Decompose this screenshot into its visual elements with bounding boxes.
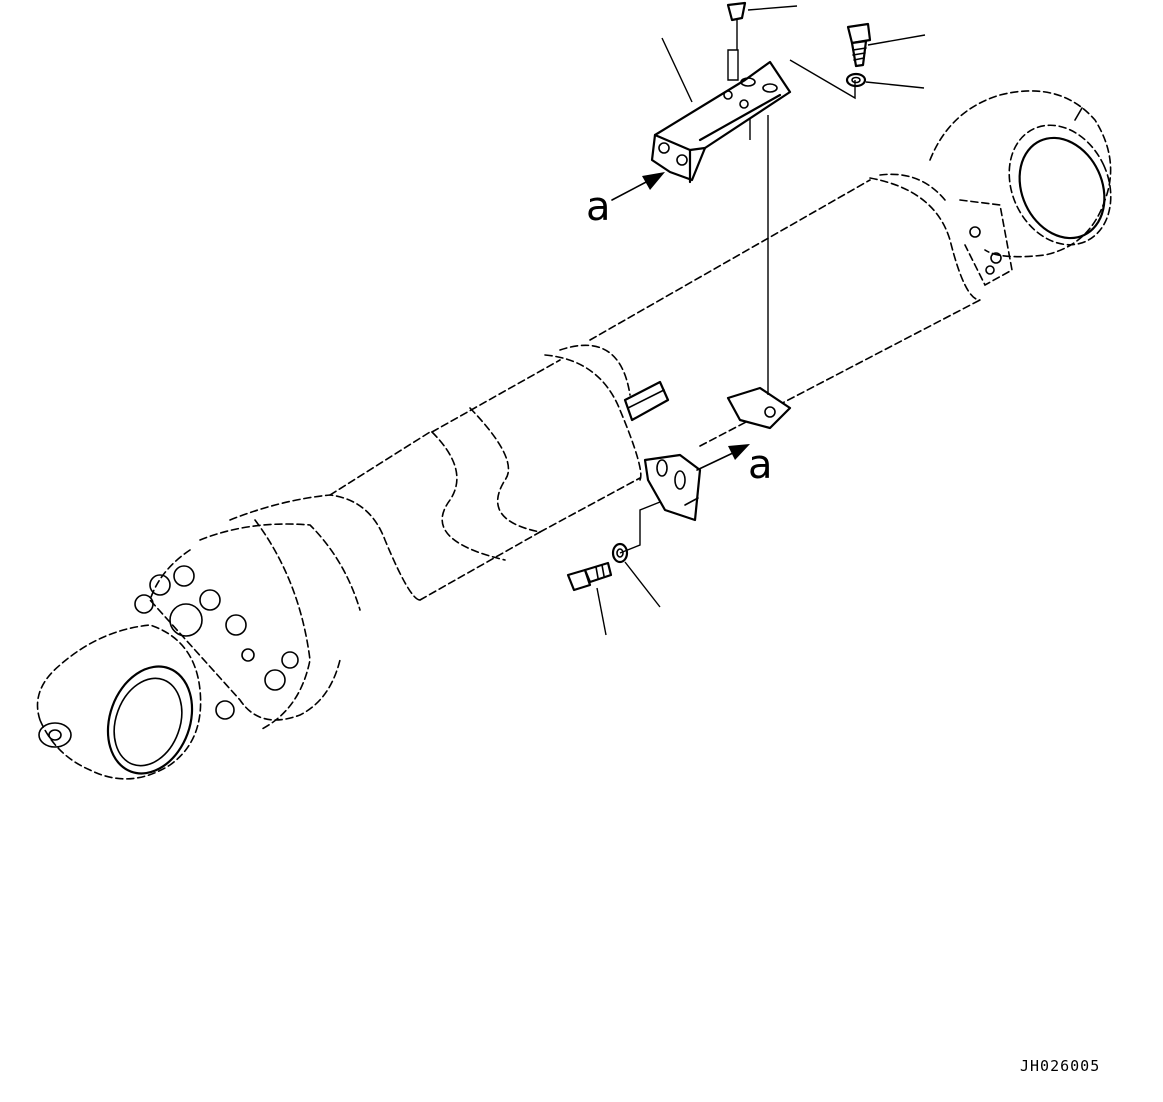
band-clamp-joint [623,380,670,422]
assembly-lines [619,20,856,554]
cylinder-tube [431,173,981,561]
drawing-number: JH026005 [1020,1057,1100,1075]
lower-bracket [643,386,792,522]
part-number-leaders [596,5,926,636]
view-marker-upper: a [586,184,611,230]
view-arrow-lower [696,444,750,471]
lower-washer [611,542,629,564]
cylinder-head-and-rod-eye [36,431,541,780]
top-bolt [726,1,747,22]
view-arrow-upper [611,172,665,201]
upper-bolt [846,22,872,68]
lower-bolt [566,561,613,592]
upper-bracket [650,60,792,184]
upper-washer [845,72,867,88]
view-marker-lower: a [748,442,773,488]
cylinder-rear-eye [929,90,1112,287]
